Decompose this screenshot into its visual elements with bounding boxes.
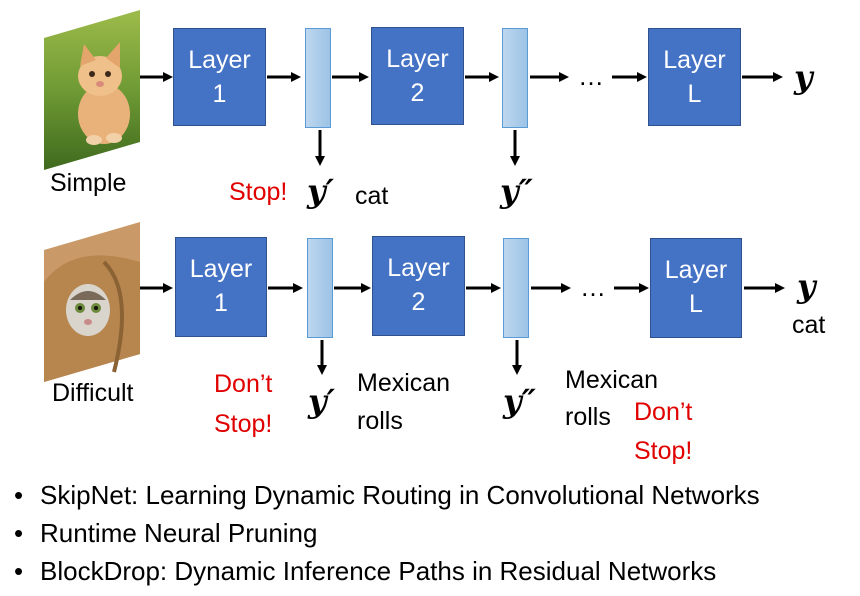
bottom-layer-L: Layer L (650, 238, 742, 338)
top-layer-L-name: Layer (663, 46, 726, 74)
top-stop-label: Stop! (229, 178, 288, 206)
difficult-label: Difficult (52, 379, 134, 407)
top-final-output: y (794, 58, 813, 96)
simple-label: Simple (50, 169, 127, 197)
simple-cat-image (44, 10, 140, 170)
bottom-dont-label-2b: Stop! (634, 437, 693, 465)
bottom-exit-2-output: y″ (503, 382, 536, 420)
bottom-layer-L-name: Layer (664, 256, 728, 284)
bottom-layer-2-name: Layer (387, 254, 450, 282)
top-layer-1-index: 1 (212, 80, 227, 108)
reference-text: BlockDrop: Dynamic Inference Paths in Re… (40, 556, 717, 586)
bottom-exit-2-prediction-b: rolls (565, 403, 611, 431)
top-classifier-1 (305, 28, 331, 128)
top-exit-2-output: y″ (500, 172, 533, 210)
top-layer-L-index: L (687, 80, 702, 108)
bullet-icon: • (14, 480, 24, 510)
reference-item: • Runtime Neural Pruning (14, 514, 760, 552)
bottom-layer-2-index: 2 (411, 288, 426, 316)
top-ellipsis: … (578, 61, 604, 91)
bottom-classifier-2 (503, 238, 529, 338)
top-exit-1-output: y′ (307, 172, 335, 210)
bottom-dont-label-1a: Don’t (214, 370, 273, 398)
bottom-layer-1-index: 1 (214, 289, 228, 317)
bottom-final-output: y (797, 267, 816, 305)
top-layer-1: Layer 1 (173, 28, 266, 126)
reference-text: Runtime Neural Pruning (40, 518, 318, 548)
bottom-layer-2: Layer 2 (372, 236, 465, 336)
bottom-dont-label-2a: Don’t (634, 398, 693, 426)
bottom-ellipsis: … (580, 272, 606, 302)
bottom-layer-1: Layer 1 (175, 237, 267, 337)
top-layer-2: Layer 2 (371, 27, 464, 125)
bullet-icon: • (14, 518, 24, 548)
bottom-dont-label-1b: Stop! (214, 410, 273, 438)
bottom-exit-1-prediction-b: rolls (357, 407, 403, 435)
reference-text: SkipNet: Learning Dynamic Routing in Con… (40, 480, 760, 510)
top-layer-2-name: Layer (386, 45, 449, 73)
top-layer-2-index: 2 (410, 79, 425, 107)
bullet-icon: • (14, 556, 24, 586)
bottom-classifier-1 (307, 238, 333, 338)
bottom-exit-1-prediction-a: Mexican (357, 369, 451, 397)
reference-list: • SkipNet: Learning Dynamic Routing in Co… (14, 476, 760, 590)
bottom-exit-2-prediction-a: Mexican (565, 366, 659, 394)
bottom-layer-L-index: L (689, 290, 703, 318)
bottom-layer-1-name: Layer (189, 255, 253, 283)
top-layer-L: Layer L (648, 28, 741, 126)
top-exit-1-prediction: cat (355, 182, 389, 210)
bottom-exit-1-output: y′ (308, 382, 336, 420)
top-classifier-2 (502, 28, 528, 128)
reference-item: • SkipNet: Learning Dynamic Routing in Co… (14, 476, 760, 514)
reference-item: • BlockDrop: Dynamic Inference Paths in R… (14, 552, 760, 590)
difficult-cat-image (44, 222, 140, 382)
top-layer-1-name: Layer (188, 46, 251, 74)
bottom-final-prediction: cat (792, 311, 826, 339)
